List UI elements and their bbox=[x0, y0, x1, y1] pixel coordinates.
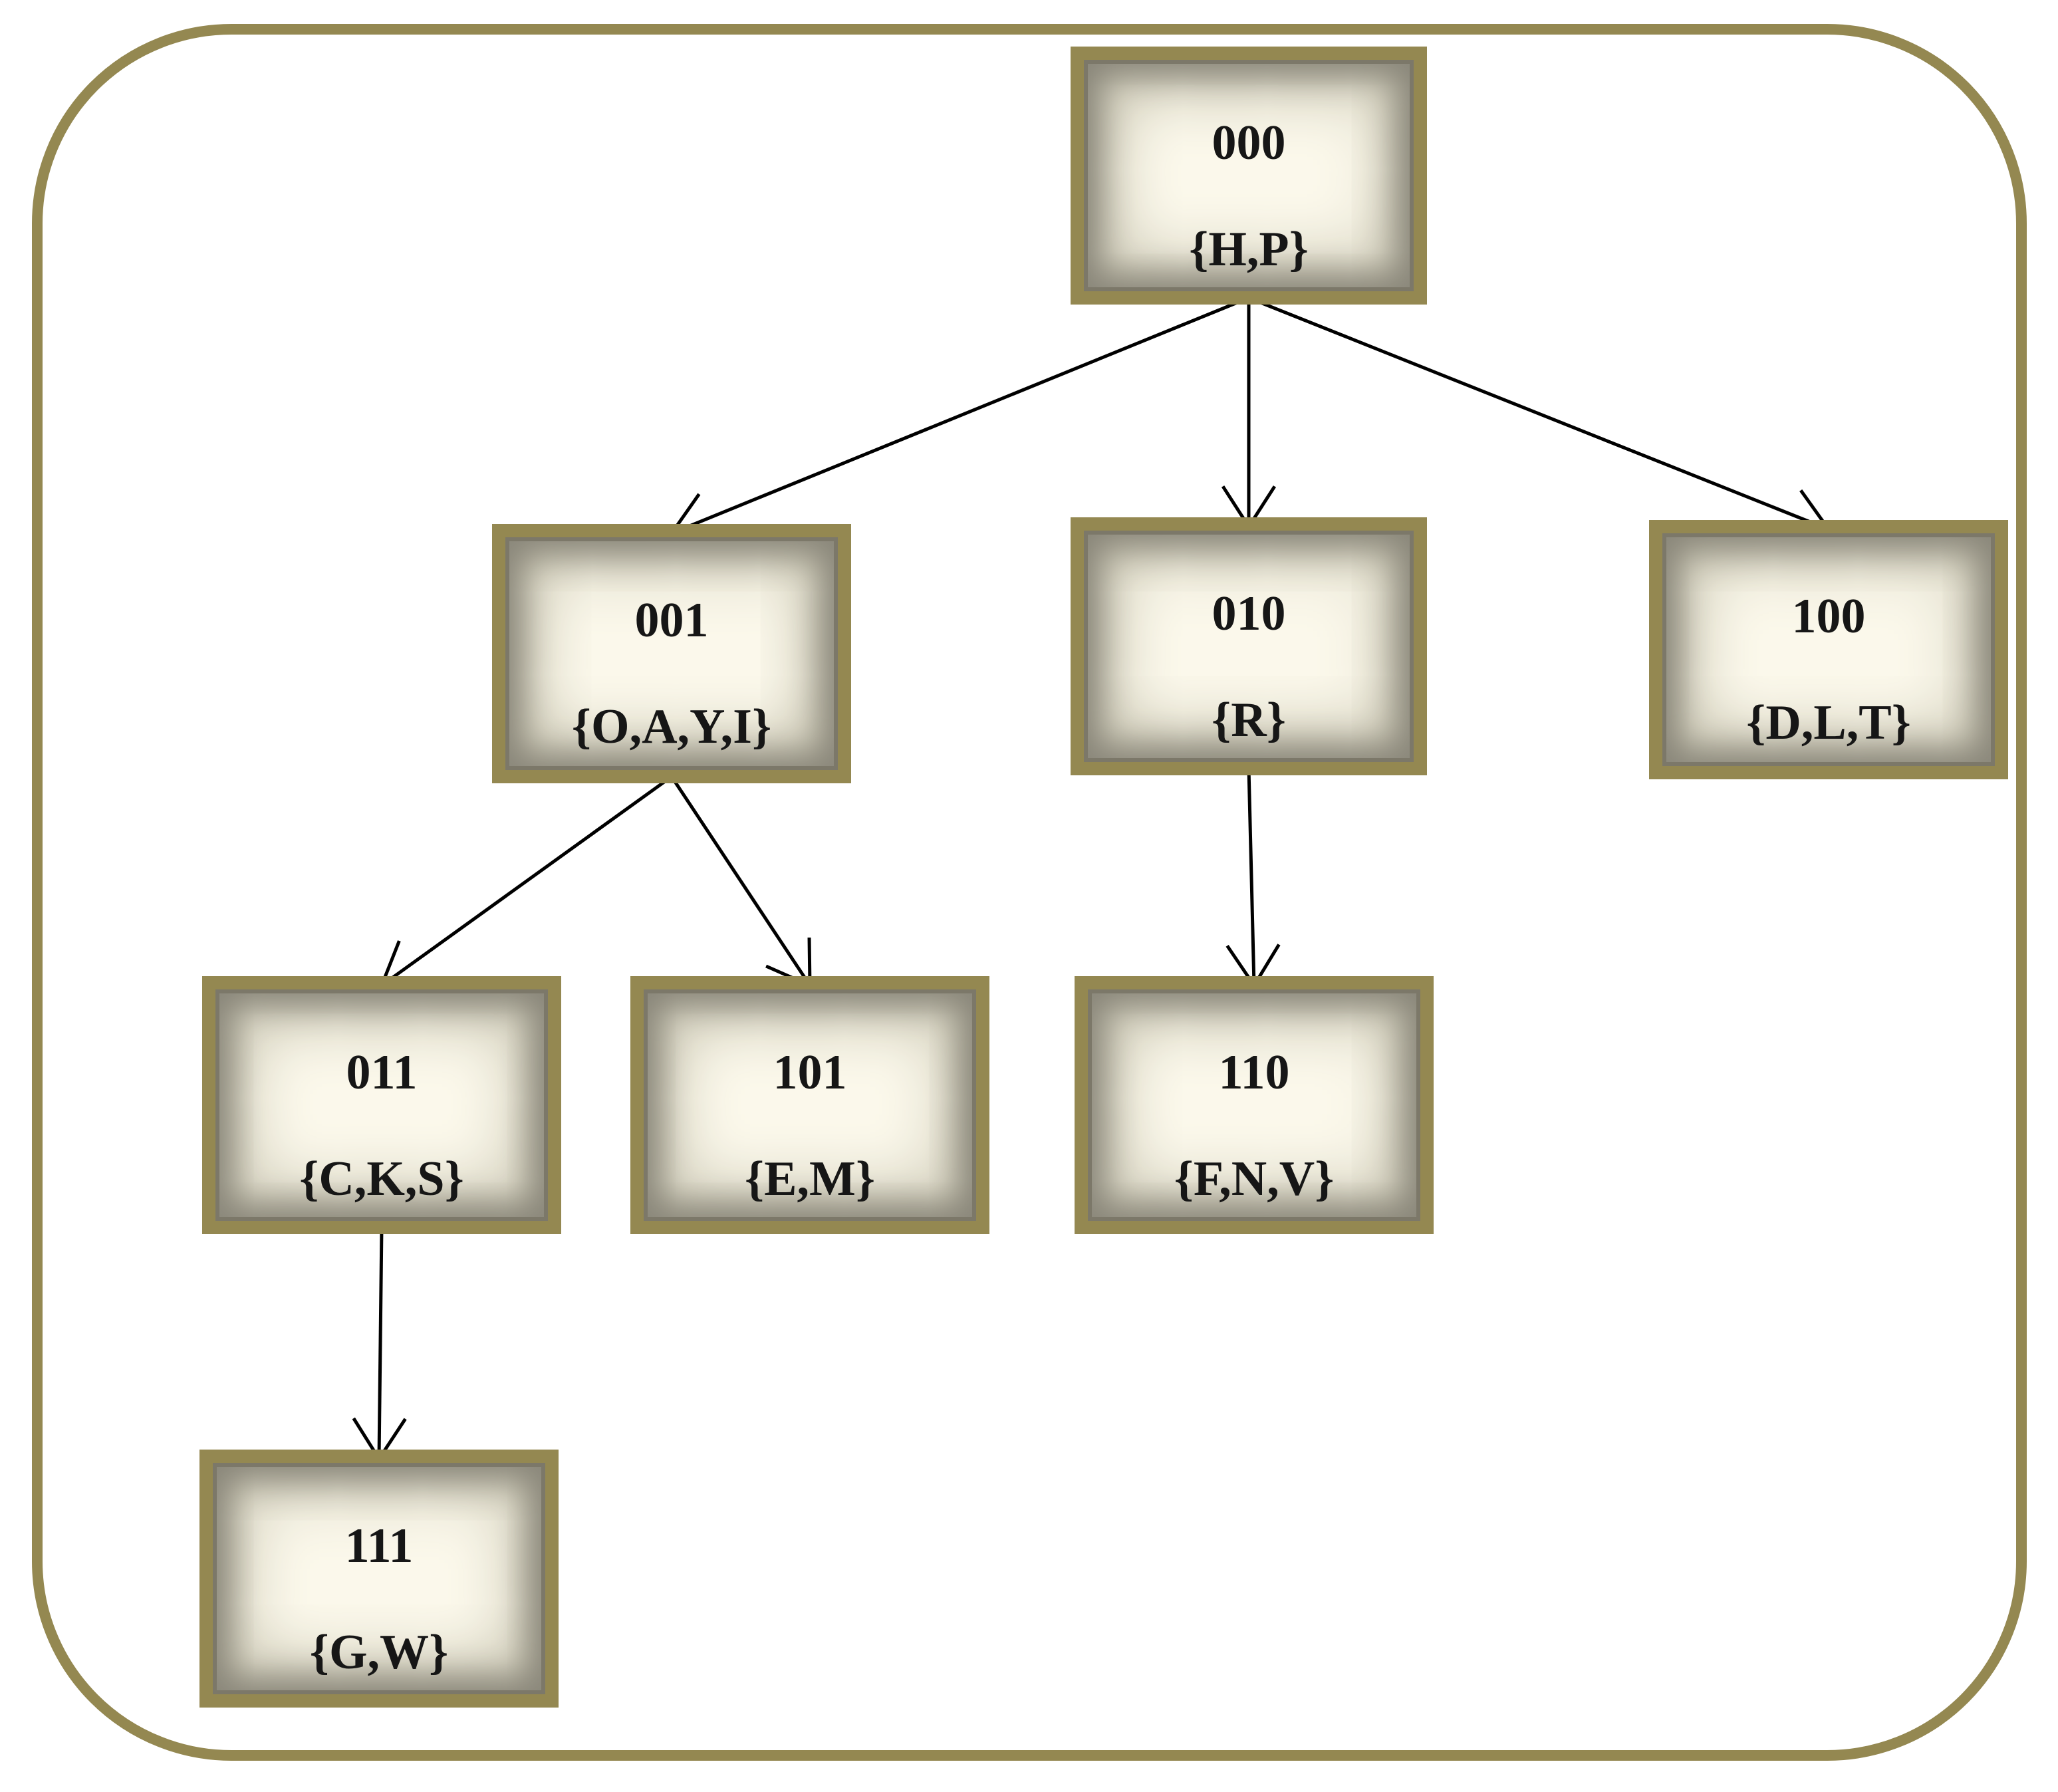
node-set: {O,A,Y,I} bbox=[571, 700, 772, 754]
node-set: {H,P} bbox=[1189, 222, 1309, 277]
node-011: 011 {C,K,S} bbox=[202, 976, 561, 1234]
node-100: 100 {D,L,T} bbox=[1649, 520, 2008, 779]
node-set: {R} bbox=[1212, 693, 1286, 747]
node-set: {D,L,T} bbox=[1746, 696, 1911, 750]
node-001: 001 {O,A,Y,I} bbox=[492, 524, 851, 783]
node-code: 101 bbox=[773, 1045, 847, 1100]
edge-000-100 bbox=[1248, 296, 1832, 541]
edge-001-101 bbox=[670, 775, 812, 988]
edge-line bbox=[670, 775, 812, 987]
node-code: 011 bbox=[346, 1045, 418, 1100]
node-code: 010 bbox=[1212, 586, 1286, 641]
edge-010-110 bbox=[1225, 768, 1281, 989]
node-code: 110 bbox=[1218, 1045, 1290, 1100]
node-code: 000 bbox=[1212, 116, 1286, 170]
edge-001-011 bbox=[379, 775, 673, 987]
node-000: 000 {H,P} bbox=[1071, 47, 1427, 305]
node-set: {G,W} bbox=[309, 1625, 449, 1680]
edge-line bbox=[671, 296, 1249, 535]
node-code: 111 bbox=[344, 1519, 414, 1573]
node-code: 001 bbox=[634, 593, 709, 648]
diagram-frame bbox=[32, 24, 2027, 1761]
edge-000-010 bbox=[1221, 298, 1277, 530]
edge-line bbox=[1248, 296, 1829, 531]
edge-011-111 bbox=[352, 1227, 407, 1462]
node-111: 111 {G,W} bbox=[199, 1450, 559, 1708]
node-110: 110 {F,N,V} bbox=[1075, 976, 1434, 1234]
node-code: 100 bbox=[1791, 589, 1866, 644]
node-101: 101 {E,M} bbox=[630, 976, 989, 1234]
node-010: 010 {R} bbox=[1071, 517, 1427, 775]
edge-000-001 bbox=[668, 296, 1249, 544]
edge-line bbox=[380, 775, 673, 987]
edge-line bbox=[377, 1227, 384, 1460]
edge-line bbox=[1247, 768, 1256, 986]
node-set: {E,M} bbox=[744, 1152, 876, 1206]
node-set: {C,K,S} bbox=[299, 1152, 464, 1206]
node-set: {F,N,V} bbox=[1174, 1152, 1335, 1206]
